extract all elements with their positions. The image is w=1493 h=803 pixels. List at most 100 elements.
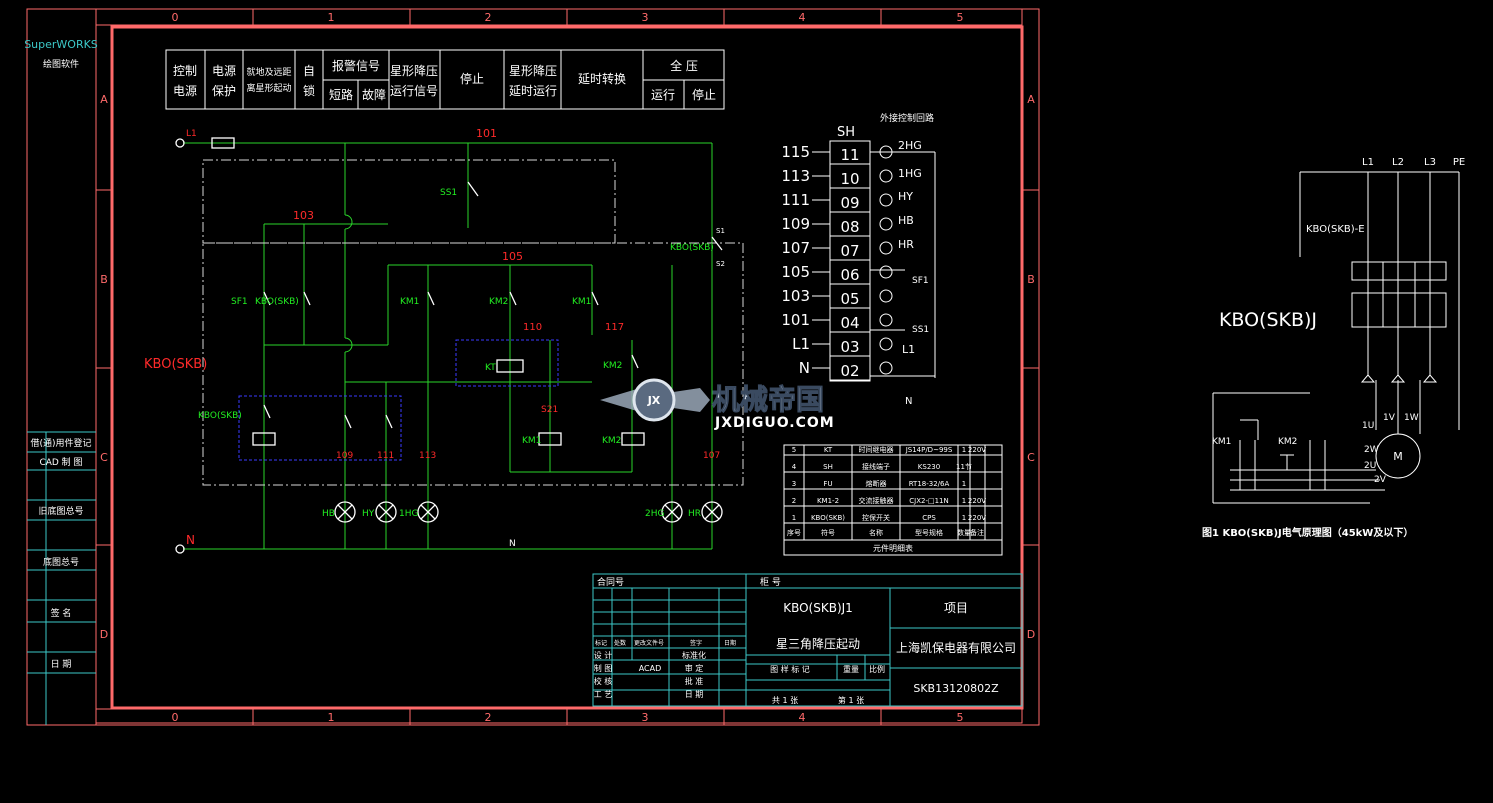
watermark-cn: 机械帝国 bbox=[712, 383, 824, 416]
bom-caption: 元件明细表 bbox=[873, 543, 913, 553]
bom-cell-qty: 1 bbox=[962, 514, 966, 522]
terminal-ext-title: 外接控制回路 bbox=[880, 112, 934, 124]
terminal-number: 08 bbox=[840, 218, 859, 236]
label-hy: HY bbox=[362, 509, 375, 519]
tb-small-5: 日期 bbox=[724, 639, 736, 647]
zone-col-2b: 2 bbox=[485, 711, 492, 724]
tb-sheets: 共 1 张 bbox=[772, 696, 798, 705]
bom-cell-model: CPS bbox=[922, 514, 936, 522]
title-block: 合同号 柜 号 KBO(SKB)J1 星三角降压起动 项目 上海凯保电器有限公司… bbox=[592, 573, 1023, 707]
bom-cell-qty: 1 bbox=[962, 446, 966, 454]
label-110: 110 bbox=[523, 322, 542, 333]
terminal-lamp-1hg: 1HG bbox=[898, 167, 922, 180]
zone-col-1: 1 bbox=[328, 11, 335, 24]
lamps bbox=[175, 138, 723, 554]
label-kbo-main: KBO(SKB) bbox=[144, 357, 207, 372]
pin-1v: 1V bbox=[1383, 413, 1396, 423]
label-kbo-b: KBO(SKB) bbox=[670, 243, 714, 253]
terminal-lamp-icon bbox=[879, 313, 893, 327]
zone-col-0: 0 bbox=[172, 11, 179, 24]
bom-head-cell: 名称 bbox=[869, 528, 883, 537]
terminal-number: 09 bbox=[840, 194, 859, 212]
hdr-star-delay-2: 延时运行 bbox=[509, 84, 557, 98]
header-table: 控制 电源 电源 保护 就地及远距 离星形起动 自 锁 报警信号 短路 故障 星… bbox=[165, 49, 725, 110]
label-s2: S2 bbox=[716, 260, 725, 268]
watermark-en: JXDIGUO.COM bbox=[714, 415, 835, 431]
label-sf1: SF1 bbox=[231, 297, 248, 307]
bom-head-cell: 数量 bbox=[957, 528, 971, 537]
pin-2u: 2U bbox=[1364, 461, 1376, 471]
tb-company: 上海凯保电器有限公司 bbox=[896, 640, 1016, 655]
hdr-fault-2: 离星形起动 bbox=[246, 82, 291, 94]
bom-cell-model: CJX2-□11N bbox=[909, 497, 948, 505]
hdr-star-run-1: 星形降压 bbox=[390, 64, 438, 78]
label-105: 105 bbox=[502, 250, 523, 263]
bom-cell-name: 控保开关 bbox=[862, 513, 890, 522]
strip-label-5: 签 名 bbox=[51, 607, 72, 619]
zone-col-2: 2 bbox=[485, 11, 492, 24]
terminal-number: 02 bbox=[840, 362, 859, 380]
zone-col-4: 4 bbox=[799, 11, 806, 24]
label-km2-b: KM2 bbox=[603, 361, 622, 371]
tb-sheet: 第 1 张 bbox=[838, 695, 864, 705]
tb-small-3: 更改文件号 bbox=[634, 639, 664, 647]
bom-cell-no: 4 bbox=[792, 463, 797, 471]
zone-col-3b: 3 bbox=[642, 711, 649, 724]
pin-2w: 2W bbox=[1364, 445, 1379, 455]
bom-cell-qty: 1 bbox=[962, 480, 966, 488]
label-s1: S1 bbox=[716, 227, 725, 235]
bom-cell-no: 1 bbox=[792, 514, 796, 522]
label-107: 107 bbox=[703, 451, 720, 461]
tb-row-cell: 审 定 bbox=[685, 663, 704, 673]
hdr-full: 全 压 bbox=[670, 58, 698, 73]
zone-col-3: 3 bbox=[642, 11, 649, 24]
label-103: 103 bbox=[293, 209, 314, 222]
zone-row-b-r: B bbox=[1027, 273, 1035, 286]
terminal-lamp-icon bbox=[879, 289, 893, 303]
label-n2: N bbox=[509, 539, 516, 549]
bom-cell-sym: KT bbox=[824, 446, 833, 454]
hdr-power-1: 电源 bbox=[212, 64, 236, 78]
terminal-lamp-icon bbox=[879, 241, 893, 255]
terminal-wire-label: 113 bbox=[781, 167, 810, 185]
right-caption: 图1 KBO(SKB)J电气原理图（45kW及以下） bbox=[1202, 526, 1413, 539]
terminal-lamp-icon bbox=[879, 217, 893, 231]
inner-border bbox=[110, 25, 1024, 710]
bom-head-cell: 符号 bbox=[821, 528, 835, 537]
tb-row-cell: 校 核 bbox=[594, 676, 613, 686]
phase-l2: L2 bbox=[1392, 157, 1404, 168]
terminal-number: 10 bbox=[840, 170, 859, 188]
tb-project: 项目 bbox=[944, 601, 968, 615]
zone-labels: 0 1 2 3 4 5 0 1 2 3 4 5 A B C D A B C D bbox=[100, 11, 1035, 724]
schematic-wires bbox=[183, 142, 713, 550]
tb-desc: 星三角降压起动 bbox=[776, 637, 860, 651]
schematic-labels: L1 N 101 103 105 110 117 N 109 111 113 1… bbox=[144, 127, 725, 549]
label-2hg: 2HG bbox=[645, 509, 664, 519]
watermark-badge: JX bbox=[647, 394, 661, 407]
watermark: JX 机械帝国 JXDIGUO.COM bbox=[600, 378, 835, 431]
tb-row-cell: ACAD bbox=[639, 664, 662, 673]
terminal-number: 11 bbox=[840, 146, 859, 164]
bom-cell-note: 220V bbox=[968, 497, 986, 505]
label-kt: KT bbox=[485, 363, 496, 373]
right-km2: KM2 bbox=[1278, 437, 1297, 447]
terminal-n: N bbox=[905, 396, 912, 407]
terminal-wire-label: N bbox=[799, 359, 810, 377]
right-label: KBO(SKB)J bbox=[1219, 309, 1317, 331]
zone-col-0b: 0 bbox=[172, 711, 179, 724]
label-kbo-a: KBO(SKB) bbox=[255, 297, 299, 307]
bom-cell-sym: SH bbox=[823, 463, 833, 471]
hdr-stop: 停止 bbox=[460, 71, 484, 86]
label-km1-c: KM1 bbox=[522, 436, 541, 446]
terminal-lamp-hr: HR bbox=[898, 238, 914, 251]
bom-cell-name: 接线端子 bbox=[862, 462, 890, 471]
bom-cell-qty: 11节 bbox=[956, 463, 972, 471]
hdr-stop2: 停止 bbox=[692, 87, 716, 102]
strip-label-1: 借(通)用件登记 bbox=[30, 437, 91, 449]
bom-cell-no: 3 bbox=[792, 480, 796, 488]
pin-1w: 1W bbox=[1404, 413, 1419, 423]
zone-row-a-r: A bbox=[1027, 93, 1035, 106]
